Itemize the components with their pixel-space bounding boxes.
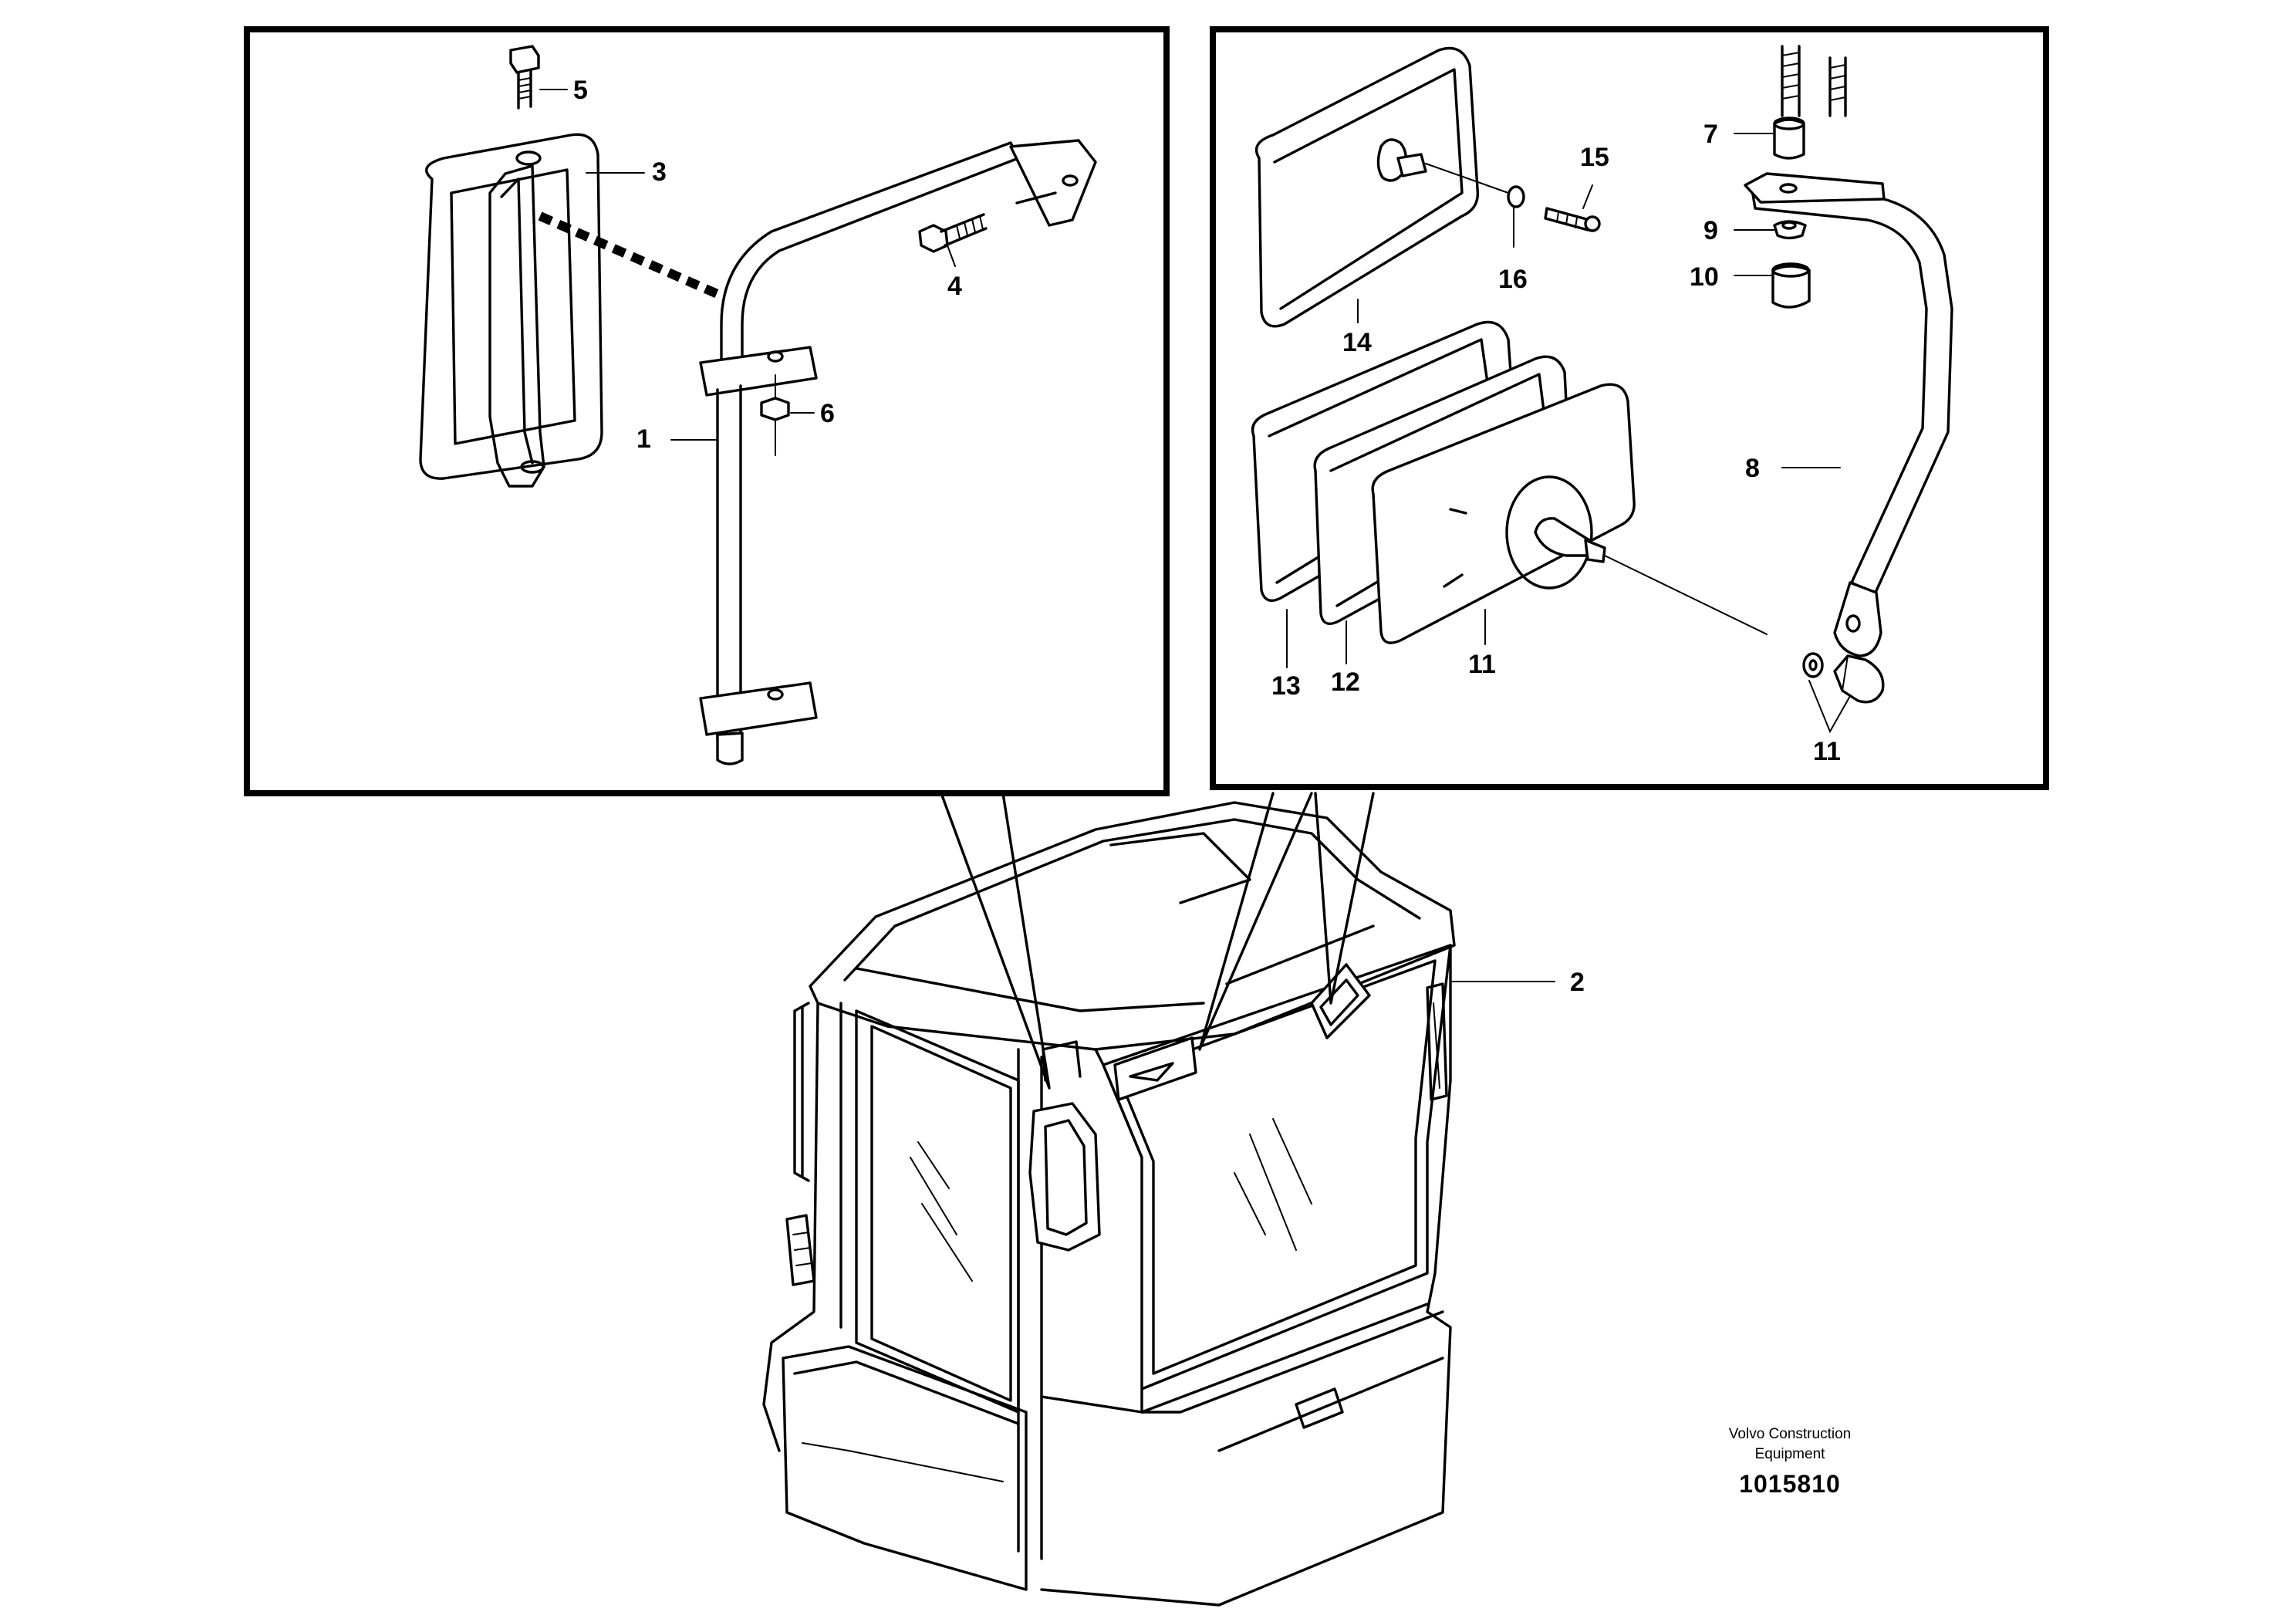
drawing-number: 1015810: [1739, 1470, 1841, 1498]
nut-part-6: [760, 374, 790, 456]
callout-8: 8: [1745, 454, 1760, 483]
callout-1: 1: [636, 424, 651, 454]
cab-drawing: [762, 801, 1456, 1607]
washer-part-9: [1773, 220, 1807, 240]
callout-16: 16: [1498, 265, 1528, 294]
callout-14: 14: [1342, 328, 1372, 357]
detail-box-left: 5 3 4 6 1: [244, 26, 1170, 796]
company-line-1: Volvo Construction: [1729, 1426, 1851, 1442]
callout-4: 4: [947, 272, 962, 301]
callout-7: 7: [1703, 120, 1718, 149]
mirror-gaskets: [1251, 320, 1768, 644]
callout-11-lower: 11: [1813, 737, 1841, 766]
acorn-nut-part-11: [1802, 652, 1885, 704]
mirror-arm-part: [699, 139, 1097, 765]
bolt-part-5: [509, 45, 540, 110]
drawing-credit: Volvo Construction Equipment 1015810: [1729, 1426, 1851, 1498]
mirror-head-part: [419, 133, 603, 488]
cap-part-10: [1771, 262, 1811, 309]
spacer-part-7: [1773, 117, 1805, 160]
callout-10: 10: [1690, 262, 1719, 292]
threaded-studs: [1781, 45, 1847, 117]
callout-5: 5: [573, 76, 588, 105]
callout-2: 2: [1570, 968, 1585, 997]
callout-9: 9: [1703, 216, 1718, 245]
detail-box-right: 7 15 9 16 10 14 8 11 12 13 11: [1210, 26, 2049, 790]
callout-12: 12: [1331, 667, 1360, 697]
company-line-2: Equipment: [1755, 1446, 1826, 1462]
mirror-head-part-14: [1254, 46, 1601, 328]
leaders-right: [1286, 133, 1851, 734]
callout-11-upper: 11: [1468, 650, 1496, 679]
detail-pointers: [940, 792, 1375, 1090]
callout-13: 13: [1271, 671, 1301, 701]
screw-part-4: [918, 191, 1057, 253]
leaders-left: [539, 89, 956, 441]
bracket-arm-part-8: [1744, 172, 1953, 657]
callout-15: 15: [1580, 143, 1609, 172]
callout-6: 6: [820, 399, 835, 428]
callout-3: 3: [652, 157, 667, 187]
